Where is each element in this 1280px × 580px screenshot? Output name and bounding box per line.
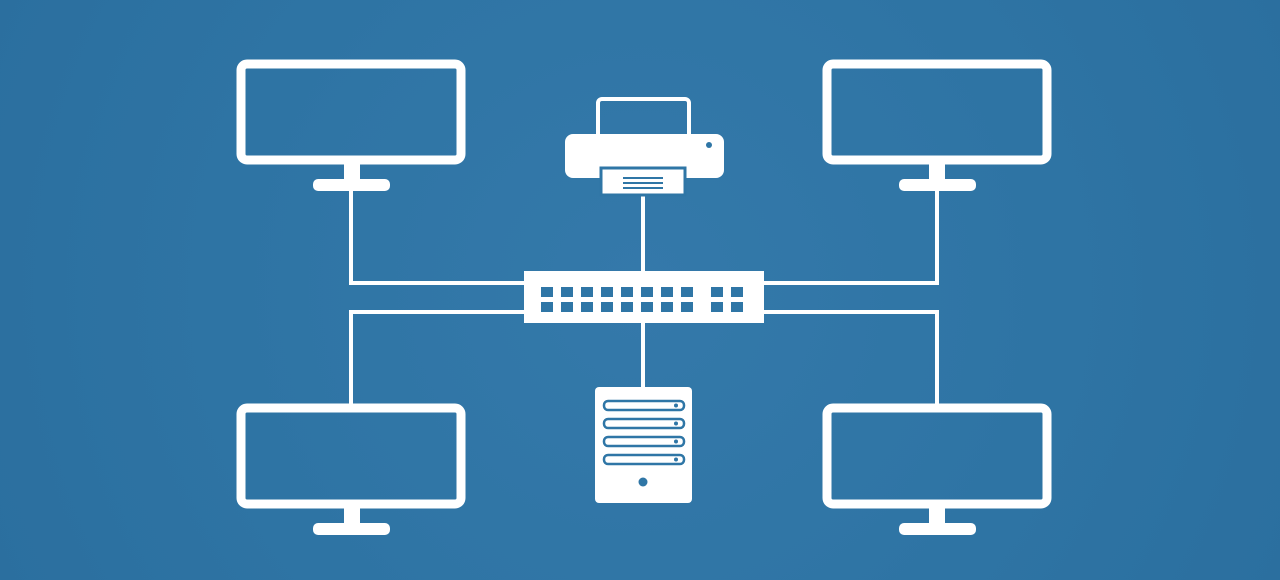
switch-port (581, 302, 593, 312)
monitor-bottom-right-icon (822, 403, 1052, 535)
server-icon (595, 387, 692, 503)
switch-port (621, 287, 633, 297)
switch-port (731, 287, 743, 297)
switch-port (641, 287, 653, 297)
switch-port (601, 302, 613, 312)
switch-port (581, 287, 593, 297)
switch-port (681, 287, 693, 297)
monitor-top-left-icon (236, 59, 466, 191)
connections (349, 190, 939, 404)
switch-port (711, 302, 723, 312)
switch-port (561, 287, 573, 297)
switch-port (681, 302, 693, 312)
monitor-top-right-icon (822, 59, 1052, 191)
switch-port (641, 302, 653, 312)
switch-port (661, 302, 673, 312)
switch-port (541, 302, 553, 312)
switch-port (541, 287, 553, 297)
switch-port (711, 287, 723, 297)
edge-monitor-top-left-switch (349, 190, 525, 285)
edge-monitor-top-right-switch (763, 190, 939, 285)
edge-monitor-bottom-right-switch (763, 310, 939, 404)
switch-port (661, 287, 673, 297)
edge-monitor-bottom-left-switch (349, 310, 525, 404)
switch-port (621, 302, 633, 312)
switch-port (561, 302, 573, 312)
network-switch-icon (524, 271, 764, 323)
printer-icon (565, 97, 724, 197)
switch-port (601, 287, 613, 297)
monitor-bottom-left-icon (236, 403, 466, 535)
switch-port (731, 302, 743, 312)
